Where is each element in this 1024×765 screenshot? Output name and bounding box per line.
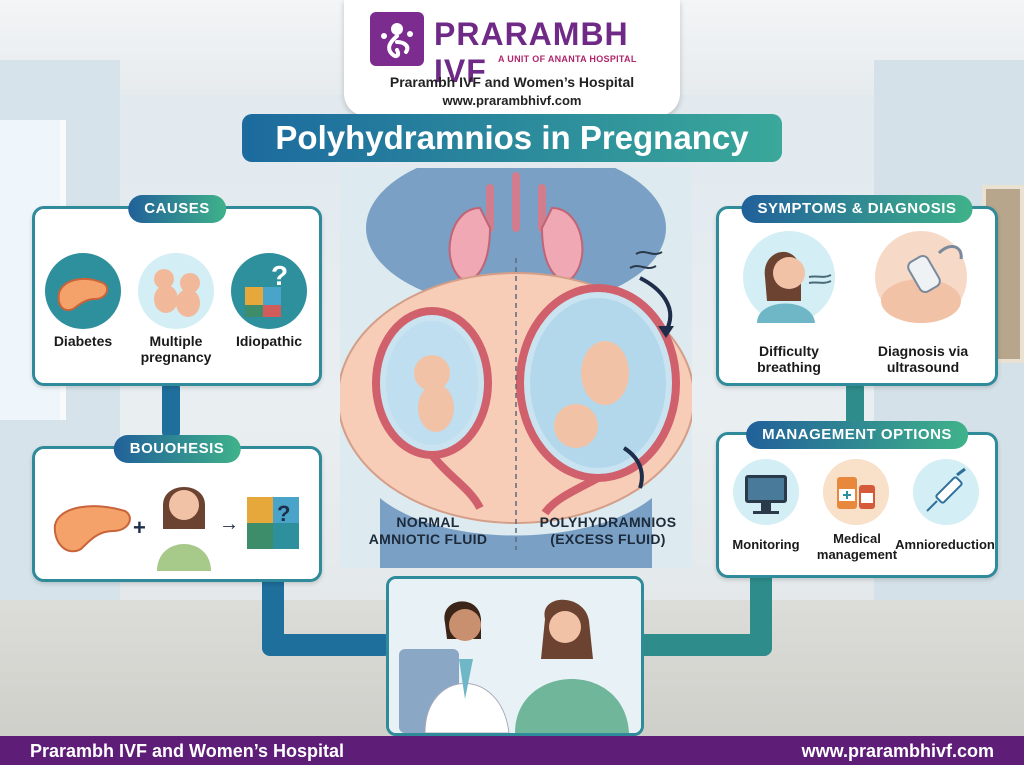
puzzle-question-icon: ? <box>231 253 307 329</box>
normal-fluid-label: NORMAL AMNIOTIC FLUID <box>368 514 488 547</box>
brand-tagline: A UNIT OF ANANTA HOSPITAL <box>498 54 637 64</box>
connector-pipe-bottom-right <box>632 634 772 656</box>
pancreas-icon <box>45 253 121 329</box>
cause-label-diabetes: Diabetes <box>53 333 113 349</box>
svg-text:?: ? <box>277 501 290 526</box>
plus-icon: + <box>133 515 146 540</box>
hospital-name: Prarambh IVF and Women’s Hospital <box>389 74 635 90</box>
woman-icon <box>151 475 217 571</box>
symptoms-heading: SYMPTOMS & DIAGNOSIS <box>741 195 973 223</box>
management-heading: MANAGEMENT OPTIONS <box>746 421 968 449</box>
footer-hospital-name: Prarambh IVF and Women’s Hospital <box>30 741 345 761</box>
syringe-icon <box>913 459 979 525</box>
hypothesis-panel: BOUOHESIS + → ? <box>32 435 322 582</box>
cause-label-multiple-pregnancy: Multiple pregnancy <box>140 333 212 365</box>
connector-pipe-right-vertical <box>846 380 864 432</box>
logo-card: PRARAMBH IVF A UNIT OF ANANTA HOSPITAL P… <box>344 0 680 116</box>
cause-label-idiopathic: Idiopathic <box>235 333 303 349</box>
ultrasound-probe-icon <box>875 231 967 323</box>
footer-website-link[interactable]: www.prarambhivf.com <box>801 741 994 761</box>
page-title: Polyhydramnios in Pregnancy <box>242 114 782 162</box>
connector-pipe-bottom-left <box>262 634 392 656</box>
pancreas-icon <box>47 483 137 563</box>
puzzle-question-icon: ? <box>241 489 307 555</box>
connector-pipe-left-vertical <box>162 380 180 440</box>
doctor-patient-illustration <box>386 576 644 736</box>
svg-text:?: ? <box>271 260 288 291</box>
causes-heading: CAUSES <box>128 195 226 223</box>
symptoms-panel: SYMPTOMS & DIAGNOSIS Difficulty breathin… <box>716 195 998 386</box>
management-panel: MANAGEMENT OPTIONS Monitoring Medical ma… <box>716 421 998 578</box>
management-label-amnioreduction: Amnioreduction <box>895 537 995 552</box>
causes-panel: CAUSES ? Diabetes Multiple pregnancy Idi… <box>32 195 322 386</box>
breathing-woman-icon <box>743 231 835 323</box>
prarambh-logo-icon <box>370 12 424 66</box>
arrow-right-icon: → <box>219 513 239 535</box>
symptom-label-diagnosis-ultrasound: Diagnosis via ultrasound <box>877 343 969 375</box>
hypothesis-heading: BOUOHESIS <box>113 435 241 463</box>
medicine-bottles-icon <box>823 459 889 525</box>
monitor-icon <box>733 459 799 525</box>
twins-icon <box>138 253 214 329</box>
management-label-medical: Medical management <box>816 531 898 562</box>
symptom-label-difficulty-breathing: Difficulty breathing <box>757 343 821 375</box>
polyhydramnios-label: POLYHYDRAMNIOS (EXCESS FLUID) <box>539 514 677 547</box>
management-label-monitoring: Monitoring <box>732 537 800 552</box>
footer-bar: Prarambh IVF and Women’s Hospital www.pr… <box>0 736 1024 765</box>
pregnancy-illustration <box>337 148 695 568</box>
website-link[interactable]: www.prarambhivf.com <box>442 93 582 108</box>
connector-pipe-left <box>262 560 284 655</box>
brand-name: PRARAMBH IVF <box>434 16 629 89</box>
connector-pipe-right <box>750 570 772 656</box>
center-illustration: NORMAL AMNIOTIC FLUID POLYHYDRAMNIOS (EX… <box>337 148 695 568</box>
